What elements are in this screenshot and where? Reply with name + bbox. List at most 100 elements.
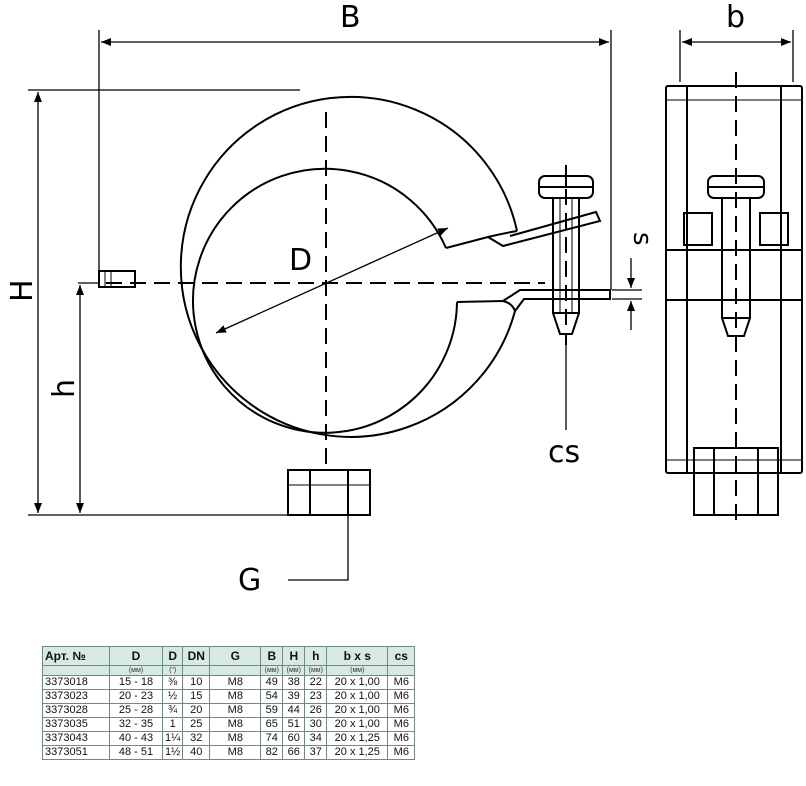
table-cell: 38	[282, 675, 306, 690]
table-cell: M8	[209, 745, 262, 760]
dim-label-H: H	[5, 279, 40, 302]
col-header-h-centre: h	[304, 646, 328, 666]
unit-cell: (мм)	[304, 665, 328, 676]
centre-lines	[106, 72, 737, 520]
table-cell: 20 - 23	[109, 689, 163, 704]
table-cell: 59	[260, 703, 284, 718]
table-cell: 1¼	[161, 731, 184, 746]
table-cell: 30	[304, 717, 328, 732]
table-cell: M6	[387, 717, 416, 732]
table-cell: 20 x 1,25	[326, 745, 389, 760]
table-units-row: (мм) (") (мм) (мм) (мм) (мм)	[42, 665, 416, 676]
table-cell: 44	[282, 703, 306, 718]
col-header-d-mm: D	[109, 646, 163, 666]
table-cell: M8	[209, 703, 262, 718]
table-cell: 20 x 1,25	[326, 731, 389, 746]
unit-cell	[209, 665, 262, 676]
dim-label-B: B	[340, 0, 361, 35]
col-header-b-x-s: b x s	[326, 646, 389, 666]
table-cell: 15	[182, 689, 211, 704]
table-cell: 20 x 1,00	[326, 689, 389, 704]
specification-table: Арт. № D D DN G B H h b x s cs (мм) (") …	[42, 646, 416, 760]
unit-cell: (")	[161, 665, 184, 676]
table-cell: M6	[387, 731, 416, 746]
dim-label-D: D	[289, 243, 312, 278]
table-cell: 25	[182, 717, 211, 732]
table-cell: 39	[282, 689, 306, 704]
side-view	[665, 85, 803, 516]
table-cell: 65	[260, 717, 284, 732]
table-cell: 20 x 1,00	[326, 675, 389, 690]
table-cell: 60	[282, 731, 306, 746]
col-header-art: Арт. №	[42, 646, 110, 666]
table-cell: 25 - 28	[109, 703, 163, 718]
table-cell: ½	[161, 689, 184, 704]
table-cell: 54	[260, 689, 284, 704]
side-threaded-nut	[693, 447, 779, 516]
table-cell: 3373035	[42, 717, 110, 732]
table-cell: M8	[209, 731, 262, 746]
table-cell: 3373051	[42, 745, 110, 760]
clamp-outer-ring	[179, 95, 518, 438]
table-cell: 66	[282, 745, 306, 760]
unit-cell: (мм)	[260, 665, 284, 676]
table-cell: 20	[182, 703, 211, 718]
table-cell: ¾	[161, 703, 184, 718]
table-cell: M8	[209, 717, 262, 732]
unit-cell	[182, 665, 211, 676]
table-cell: 51	[282, 717, 306, 732]
locator-pin	[98, 270, 136, 288]
dim-label-G: G	[238, 563, 261, 598]
table-cell: ⅜	[161, 675, 184, 690]
table-cell: 15 - 18	[109, 675, 163, 690]
pipe-clamp-drawing: B b H h D s cs G	[5, 0, 803, 598]
unit-cell: (мм)	[326, 665, 389, 676]
table-cell: M6	[387, 703, 416, 718]
table-cell: 82	[260, 745, 284, 760]
unit-cell: (мм)	[282, 665, 306, 676]
table-cell: 20 x 1,00	[326, 703, 389, 718]
table-cell: M8	[209, 675, 262, 690]
table-cell: 74	[260, 731, 284, 746]
table-header-row: Арт. № D D DN G B H h b x s cs	[42, 646, 416, 666]
table-cell: 40 - 43	[109, 731, 163, 746]
table-cell: 34	[304, 731, 328, 746]
table-cell: 3373023	[42, 689, 110, 704]
table-cell: 37	[304, 745, 328, 760]
dim-label-cs: cs	[548, 435, 580, 470]
dimension-lines	[28, 30, 794, 581]
table-cell: M6	[387, 745, 416, 760]
clamp-inner-ring	[192, 167, 458, 434]
table-cell: 20 x 1,00	[326, 717, 389, 732]
table-cell: 32 - 35	[109, 717, 163, 732]
table-cell: M6	[387, 689, 416, 704]
col-header-g: G	[209, 646, 262, 666]
table-cell: 1½	[161, 745, 184, 760]
unit-cell	[42, 665, 110, 676]
table-cell: 3373028	[42, 703, 110, 718]
table-cell: 1	[161, 717, 184, 732]
dim-label-b: b	[726, 0, 745, 35]
table-cell: 40	[182, 745, 211, 760]
front-view	[98, 95, 611, 516]
table-cell: 26	[304, 703, 328, 718]
table-cell: 32	[182, 731, 211, 746]
table-cell: 3373043	[42, 731, 110, 746]
unit-cell	[387, 665, 416, 676]
col-header-d-inch: D	[161, 646, 184, 666]
table-cell: 3373018	[42, 675, 110, 690]
col-header-h-total: H	[282, 646, 306, 666]
threaded-nut	[287, 469, 371, 516]
col-header-cs: cs	[387, 646, 416, 666]
col-header-dn: DN	[182, 646, 211, 666]
dim-label-s: s	[627, 232, 657, 246]
table-cell: M8	[209, 689, 262, 704]
table-cell: 23	[304, 689, 328, 704]
dim-label-h: h	[47, 379, 82, 398]
